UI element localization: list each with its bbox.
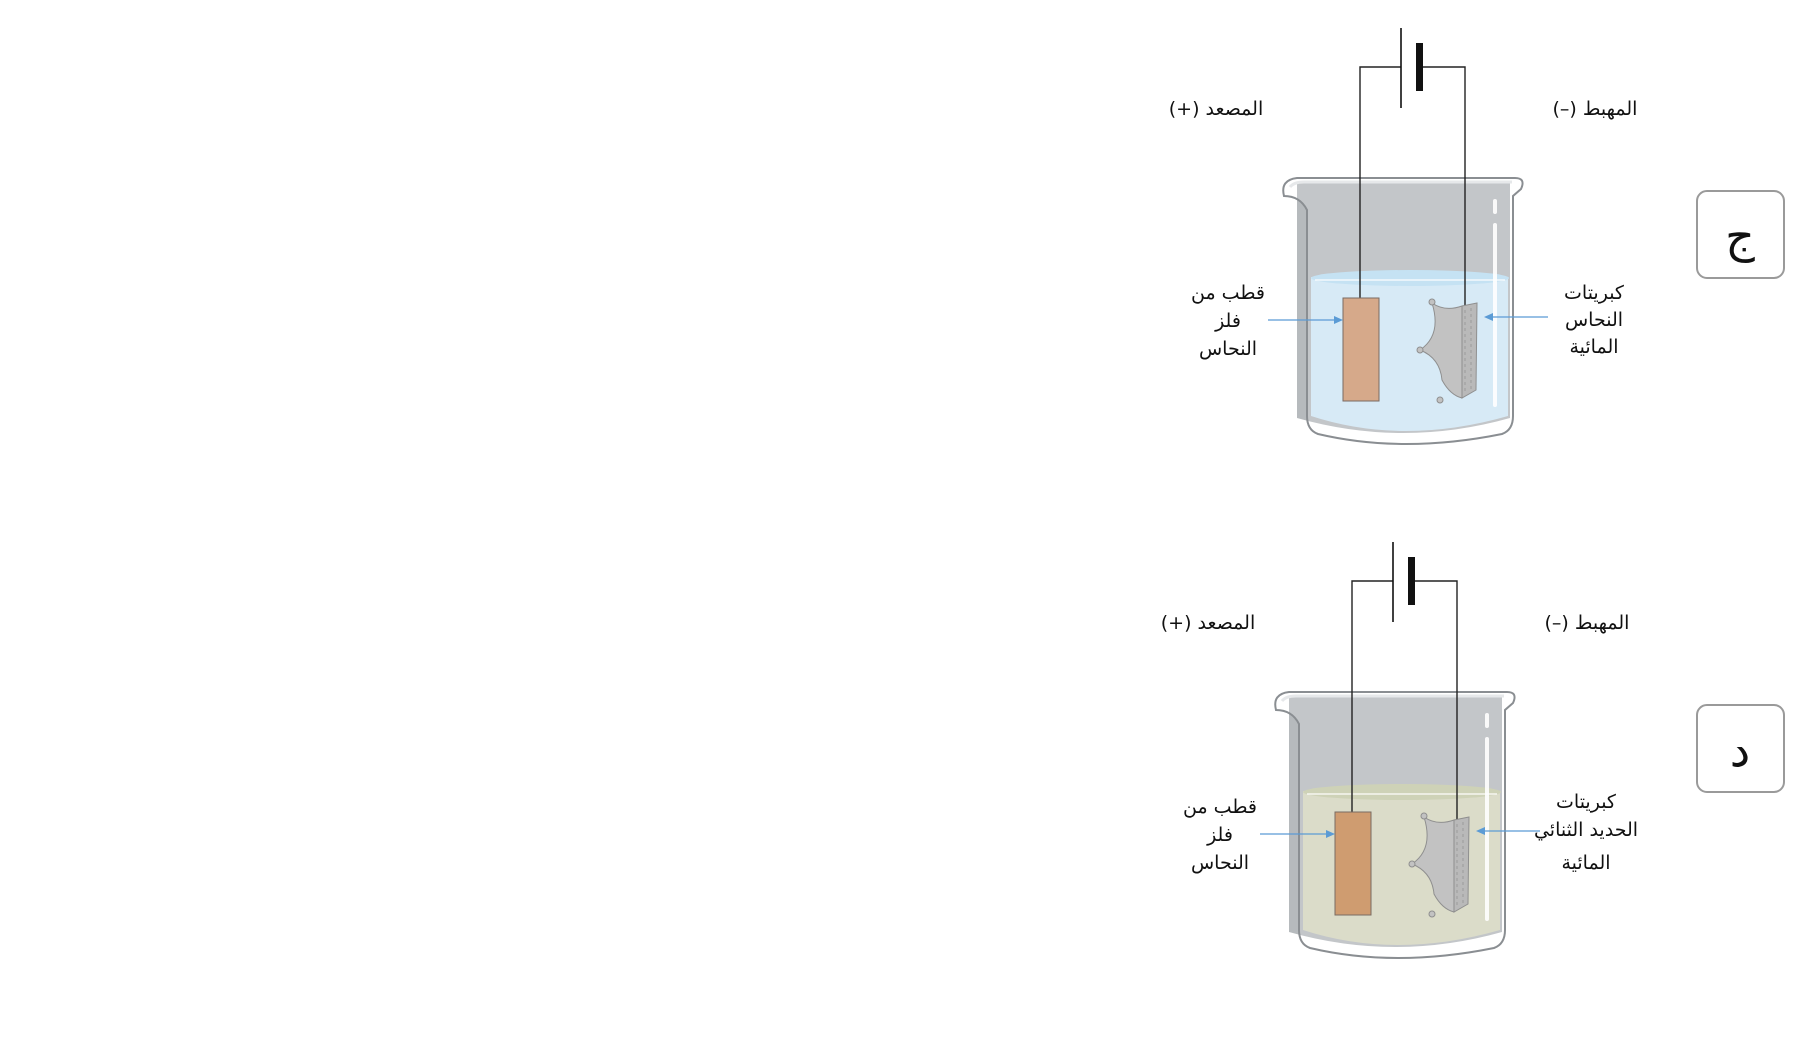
solution-desc-line-2: النحاس	[1565, 309, 1623, 331]
option-label: ج	[1725, 209, 1755, 263]
solution-arrow	[1484, 313, 1548, 321]
crown-object	[1416, 298, 1478, 404]
battery-short-plate	[1408, 557, 1415, 605]
cathode-wire	[1422, 66, 1466, 308]
beaker-glass	[1274, 691, 1516, 959]
anode-desc-line-3: النحاس	[1199, 338, 1257, 360]
anode-wire	[1359, 66, 1401, 298]
copper-electrode	[1334, 811, 1372, 916]
anode-arrow	[1260, 830, 1335, 838]
setup-ja: المصعد (+) المهبط (–) قطب من فلز النحاس …	[1169, 28, 1785, 445]
anode-label: المصعد (+)	[1169, 98, 1263, 120]
copper-electrode	[1342, 297, 1380, 402]
beaker-rim	[1288, 180, 1512, 189]
anode-desc-line-2: فلز	[1214, 310, 1241, 332]
solution-desc-line-3: المائية	[1569, 336, 1618, 358]
solution-desc-line-2: الحديد الثنائي	[1534, 819, 1638, 841]
beaker-rim	[1280, 694, 1504, 703]
option-box[interactable]	[1696, 704, 1785, 793]
anode-wire	[1351, 580, 1393, 812]
cathode-label: المهبط (–)	[1553, 98, 1638, 120]
solution-desc-line-3: المائية	[1561, 852, 1610, 874]
cathode-wire	[1414, 580, 1458, 822]
cathode-label: المهبط (–)	[1545, 612, 1630, 634]
crown-object	[1408, 812, 1470, 918]
battery-short-plate	[1416, 43, 1423, 91]
setup-dal: المصعد (+) المهبط (–) قطب من فلز النحاس …	[1161, 542, 1785, 959]
anode-desc-line-1: قطب من	[1191, 282, 1265, 304]
option-label: د	[1730, 723, 1750, 777]
anode-desc-line-3: النحاس	[1191, 852, 1249, 874]
anode-arrow	[1268, 316, 1343, 324]
anode-desc-line-2: فلز	[1206, 824, 1233, 846]
anode-label: المصعد (+)	[1161, 612, 1255, 634]
solution-arrow	[1476, 827, 1540, 835]
anode-desc-line-1: قطب من	[1183, 796, 1257, 818]
beaker-glass	[1282, 177, 1524, 445]
option-box[interactable]	[1696, 190, 1785, 279]
solution-desc-line-1: كبريتات	[1564, 282, 1625, 304]
solution-desc-line-1: كبريتات	[1556, 791, 1617, 813]
